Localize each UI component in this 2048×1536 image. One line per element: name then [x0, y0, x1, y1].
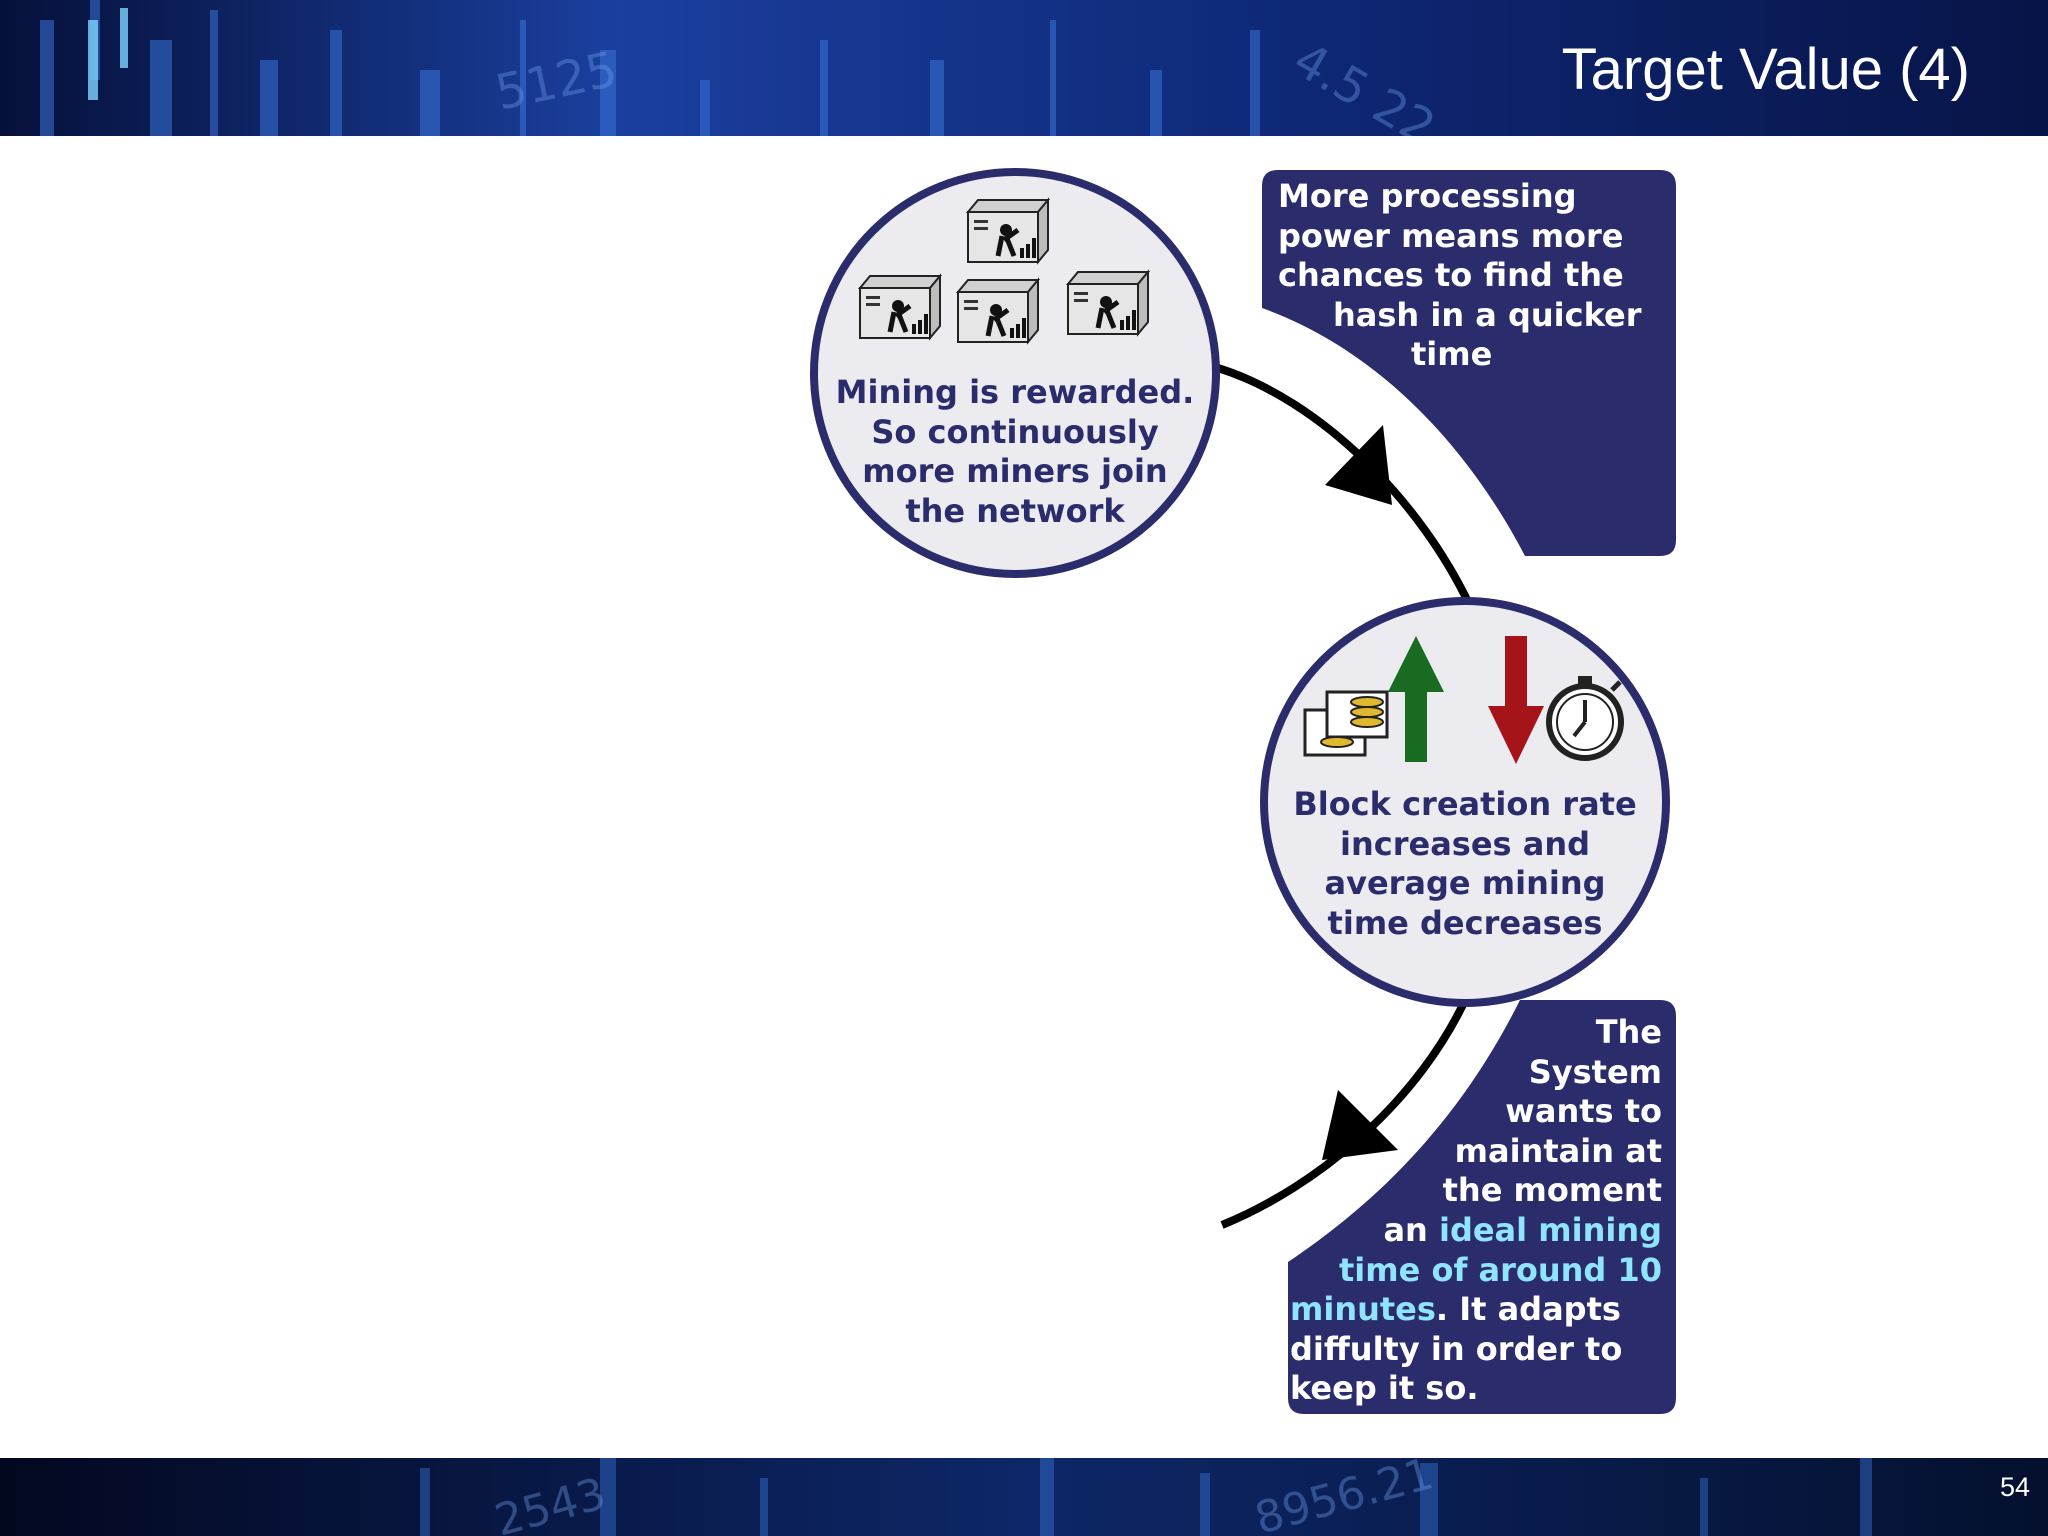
arrowhead-down-right	[1325, 425, 1392, 505]
miner-computer-icon	[1065, 269, 1151, 337]
blocks-coins-icon	[1303, 690, 1389, 757]
processing-power-box	[1262, 170, 1676, 556]
system-wants-box	[1288, 1000, 1676, 1414]
header-background-graphic: 5125 4.5 22	[0, 0, 2048, 136]
page-number: 54	[1999, 1472, 2030, 1502]
header-banner: 5125 4.5 22 Target Value (4)	[0, 0, 2048, 136]
system-box-text: The System wants to maintain at the mome…	[1290, 1013, 1662, 1408]
arrow-down-icon	[1488, 636, 1544, 764]
processing-box-text: More processing power means more chances…	[1278, 177, 1642, 374]
slide-title: Target Value (4)	[1561, 37, 1970, 102]
arrowhead-down-left	[1322, 1090, 1398, 1160]
stopwatch-icon	[1546, 676, 1624, 761]
highlight-ideal-mining: ideal mining	[1438, 1210, 1662, 1249]
footer-banner: 2543 8956.21 54	[0, 1458, 2048, 1536]
miners-circle-text: Mining is rewarded. So continuously more…	[835, 373, 1195, 530]
footer-background-graphic: 2543 8956.21	[0, 1458, 2048, 1536]
miner-computer-icon	[955, 277, 1041, 345]
block-circle-text: Block creation rate increases and averag…	[1293, 785, 1637, 942]
miner-computer-icon	[965, 197, 1051, 265]
arrow-up-icon	[1388, 636, 1444, 762]
miner-computer-icon	[857, 273, 943, 341]
highlight-minutes: minutes	[1290, 1290, 1436, 1329]
